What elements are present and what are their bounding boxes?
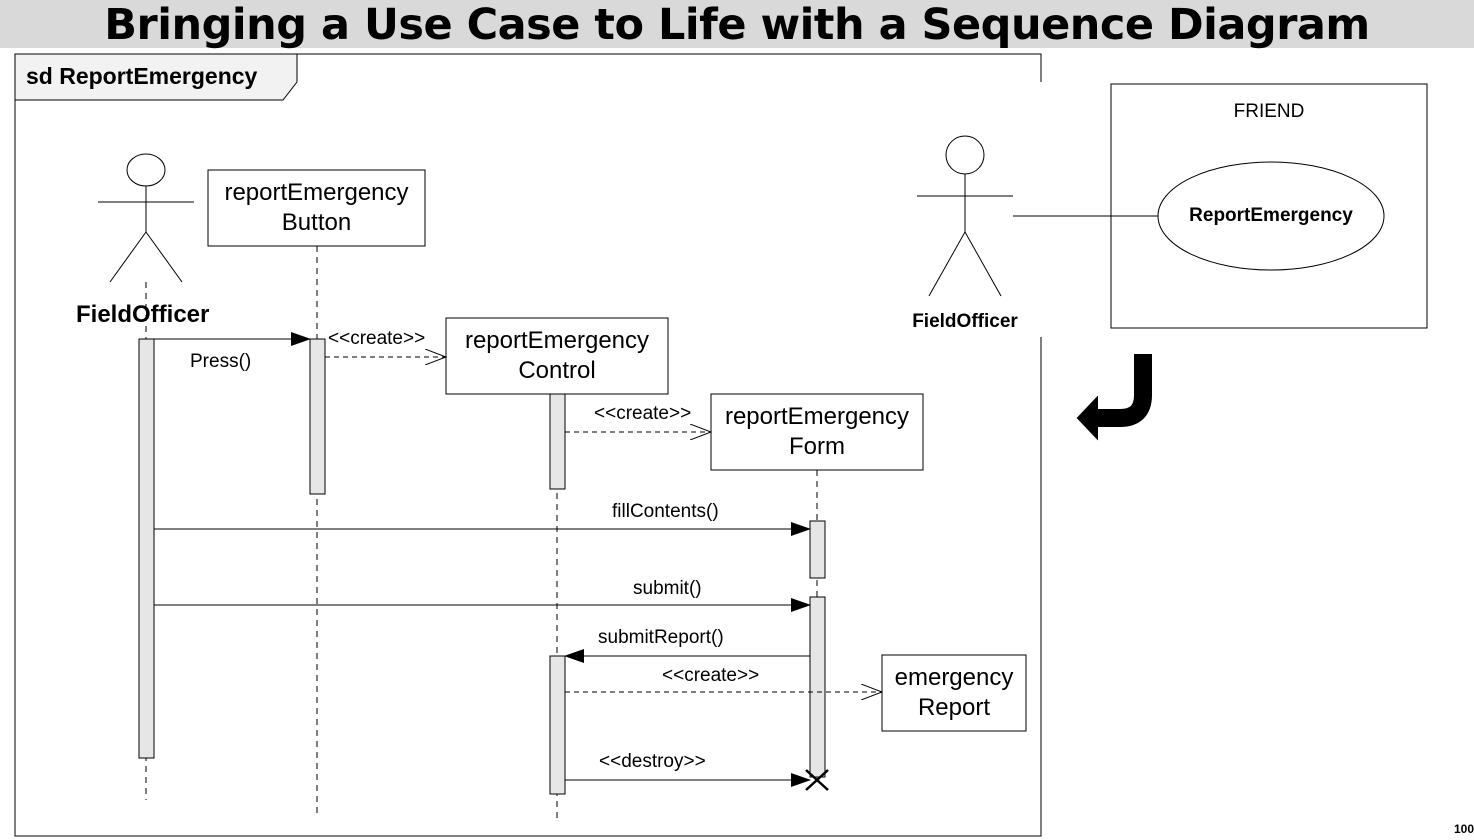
message-create-report-label: <<create>> (662, 665, 760, 686)
transition-arrow-icon (1094, 354, 1152, 427)
lifeline-label-button-line2: Button (281, 209, 352, 236)
lifeline-label-report: emergency Report (882, 663, 1026, 723)
activation-form-1 (809, 520, 826, 579)
message-press-label: Press() (190, 351, 252, 372)
system-boundary (1110, 83, 1428, 329)
sd-frame-tab (14, 53, 298, 101)
message-fill-contents-label: fillContents() (612, 501, 719, 522)
message-submit-report-label: submitReport() (598, 627, 724, 648)
lifeline-box-report (881, 654, 1027, 732)
message-destroy-label: <<destroy>> (599, 751, 706, 772)
actor-name: FieldOfficer (76, 301, 210, 328)
message-create-form-label: <<create>> (594, 403, 692, 424)
lifeline-label-form-line1: reportEmergency (724, 403, 910, 430)
use-case-actor-name: FieldOfficer (912, 311, 1018, 332)
lifeline-box-form (710, 393, 924, 471)
activation-control-2 (549, 655, 566, 795)
lifeline-label-control: reportEmergency Control (446, 326, 668, 386)
lifeline-label-report-line2: Report (917, 694, 991, 721)
use-case-ellipse (1157, 161, 1385, 271)
lifeline-box-control (445, 317, 669, 395)
lifeline-label-form: reportEmergency Form (711, 402, 923, 462)
title-bar (0, 0, 1474, 48)
slide-number: 100 (1453, 822, 1474, 836)
sd-frame (14, 53, 1042, 837)
lifeline-label-control-line1: reportEmergency (464, 327, 650, 354)
system-name: FRIEND (1233, 101, 1305, 122)
activation-control-1 (549, 393, 566, 490)
message-create-control-label: <<create>> (328, 328, 426, 349)
frame-gap (1036, 82, 1046, 337)
activation-actor (138, 338, 155, 759)
lifeline-label-button-line1: reportEmergency (224, 179, 409, 206)
lifeline-label-form-line2: Form (789, 433, 845, 460)
lifeline-box-button (207, 169, 426, 247)
actor-stick-figure (98, 153, 194, 283)
use-case-name: ReportEmergency (1189, 205, 1353, 226)
lifeline-label-control-line2: Control (518, 357, 596, 384)
message-submit-label: submit() (633, 578, 702, 599)
page-title: Bringing a Use Case to Life with a Seque… (104, 0, 1370, 50)
frame-label: sd ReportEmergency (26, 63, 258, 89)
activation-button (309, 338, 326, 495)
use-case-actor-stick-figure (917, 135, 1013, 297)
lifeline-label-report-line1: emergency (894, 664, 1014, 691)
destroy-x-icon (805, 769, 829, 791)
lifeline-label-button: reportEmergency Button (208, 178, 425, 238)
activation-form-2 (809, 596, 826, 778)
